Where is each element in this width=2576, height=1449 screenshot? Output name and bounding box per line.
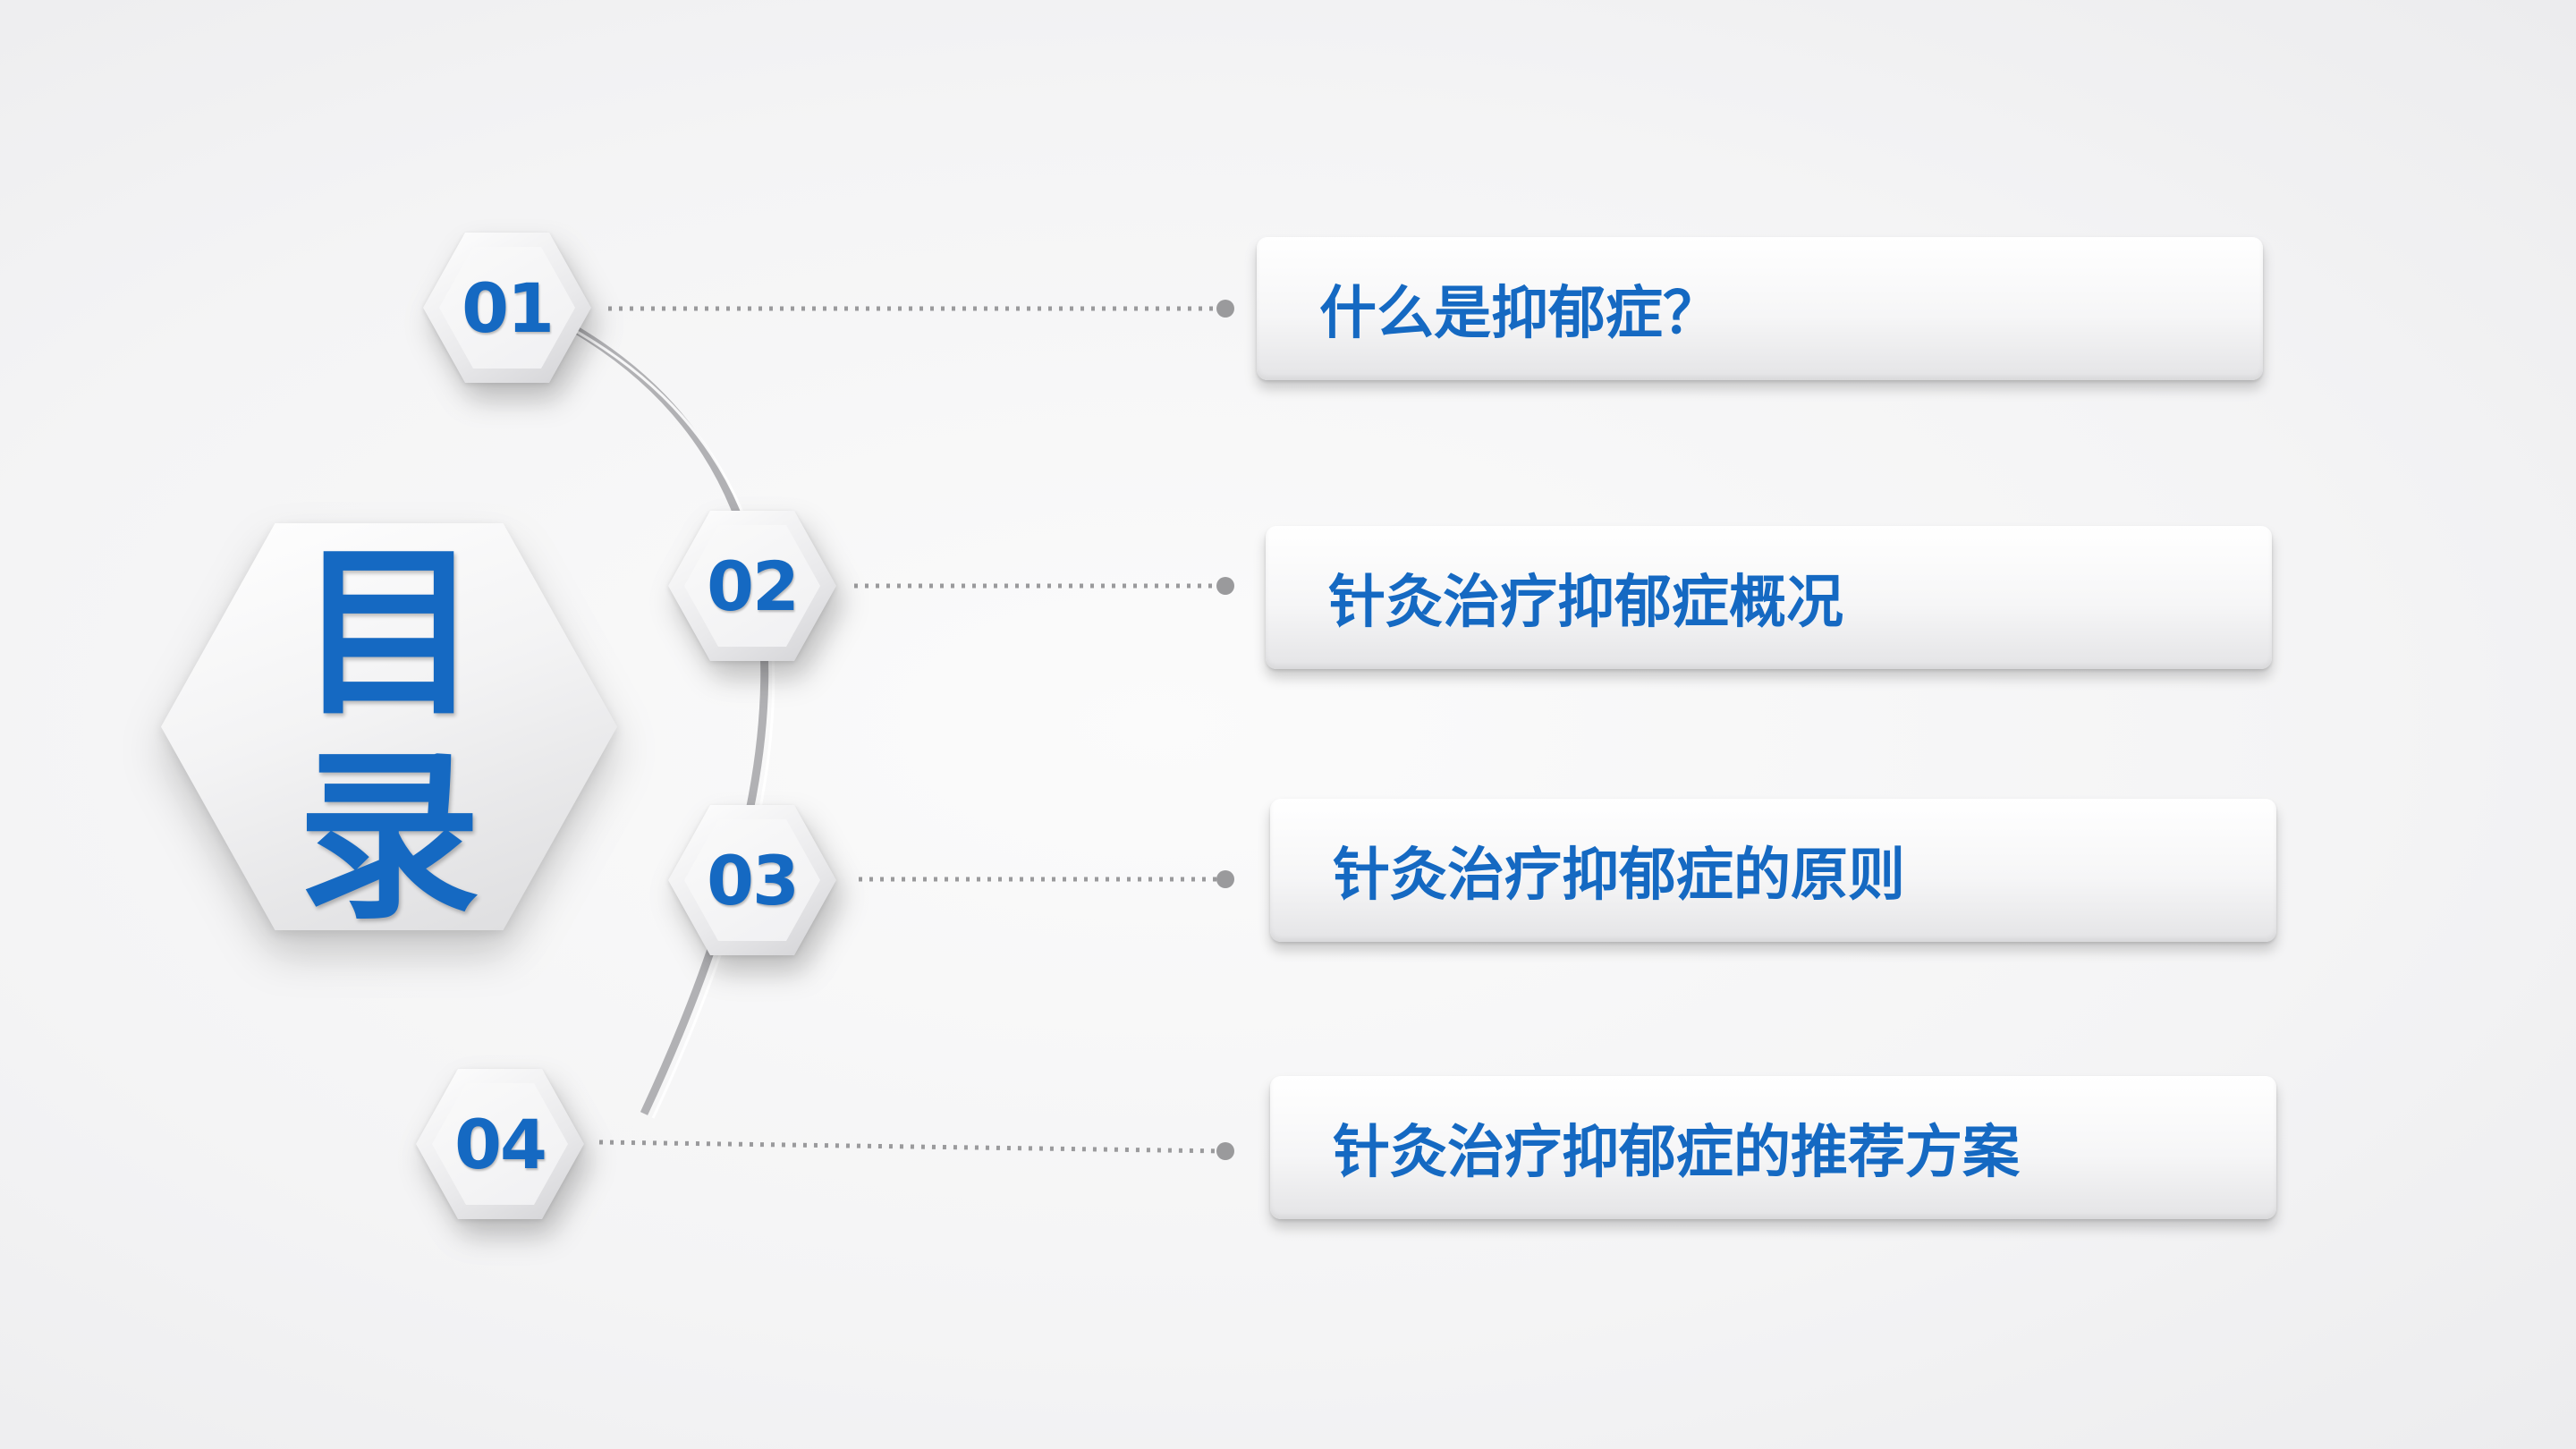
connector-dot-03 (1216, 870, 1234, 888)
item-number: 01 (462, 267, 555, 348)
toc-item-03[interactable]: 针灸治疗抑郁症的原则 (1270, 799, 2276, 942)
number-hexagon-04: 04 (416, 1069, 584, 1219)
toc-item-04[interactable]: 针灸治疗抑郁症的推荐方案 (1270, 1076, 2276, 1219)
connector-dot-02 (1216, 577, 1234, 595)
toc-item-label: 针灸治疗抑郁症的推荐方案 (1333, 1120, 2020, 1186)
title-hexagon: 目 录 (161, 523, 617, 940)
number-hexagon-02: 02 (668, 511, 836, 661)
title-char-2: 录 (297, 732, 481, 945)
item-number: 02 (707, 546, 800, 626)
toc-item-01[interactable]: 什么是抑郁症？ (1257, 237, 2263, 380)
connector-line-04 (598, 1140, 1226, 1154)
item-number: 04 (454, 1104, 547, 1184)
connector-dot-01 (1216, 300, 1234, 318)
item-number: 03 (707, 840, 800, 920)
toc-item-label: 针灸治疗抑郁症的原则 (1333, 843, 1905, 909)
number-hexagon-03: 03 (668, 805, 836, 955)
number-hexagon-01: 01 (423, 233, 591, 383)
toc-item-label: 什么是抑郁症？ (1319, 281, 1720, 347)
page-title: 目 录 (161, 532, 617, 940)
toc-item-02[interactable]: 针灸治疗抑郁症概况 (1266, 526, 2272, 669)
connector-dot-04 (1216, 1142, 1234, 1160)
title-char-1: 目 (297, 528, 481, 741)
toc-item-label: 针灸治疗抑郁症概况 (1328, 570, 1843, 636)
